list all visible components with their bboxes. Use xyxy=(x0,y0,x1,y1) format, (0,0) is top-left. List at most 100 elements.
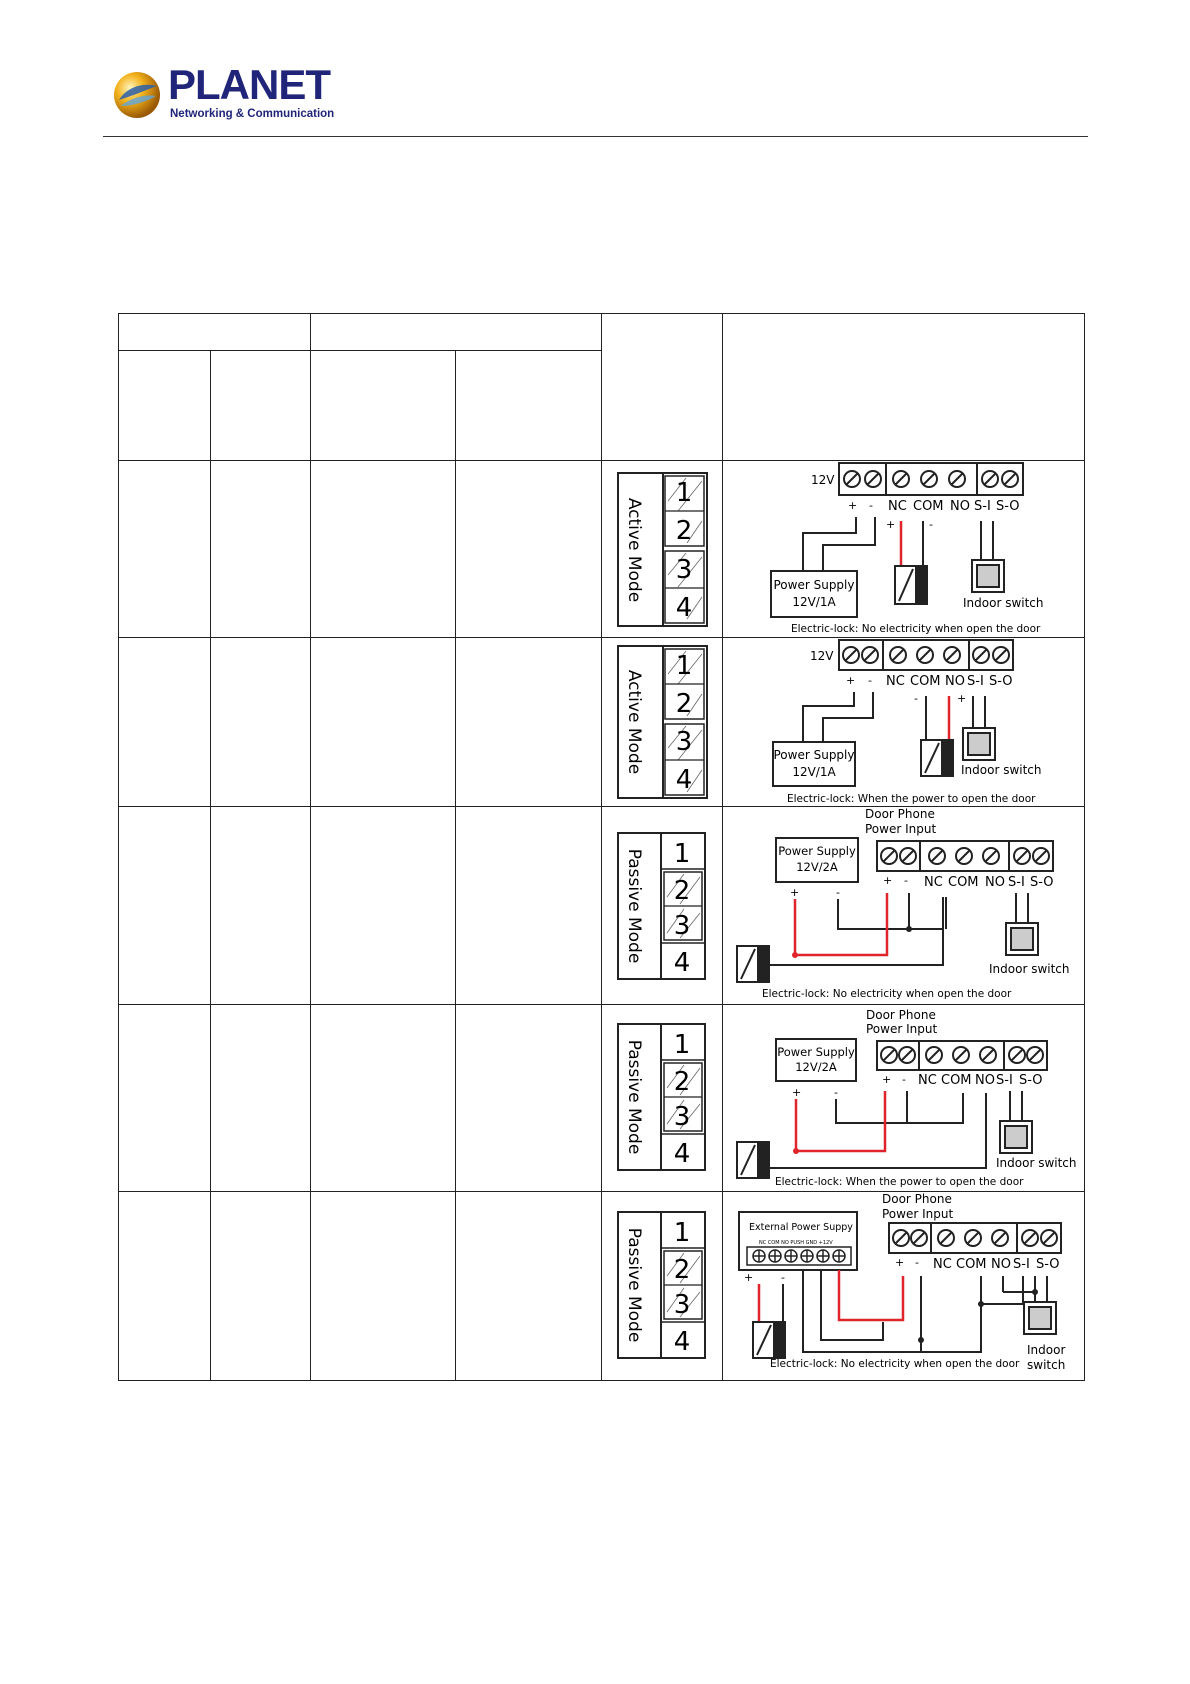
terminal-so: S-O xyxy=(996,499,1020,514)
brand-tagline: Networking & Communication xyxy=(170,108,335,120)
table-cell xyxy=(310,806,456,1005)
jumper-diagram: 1 2 3 4 Passive Mode xyxy=(617,1211,706,1359)
plus-sign: + xyxy=(848,499,857,512)
terminal-nc: NC xyxy=(888,499,907,514)
lock-caption: Electric-lock: No electricity when open … xyxy=(762,988,1012,1000)
wiring-table: 1 2 3 4 Active Mode 12V + - xyxy=(118,313,1085,1381)
wiring-diagram-active-no: 12V + - NC COM NO S-I S-O - + xyxy=(772,639,1042,805)
table-cell xyxy=(210,806,311,1005)
indoor-switch-label: Indoor switch xyxy=(989,962,1070,976)
pin-label: 3 xyxy=(676,727,693,757)
pin-label: 3 xyxy=(676,555,693,585)
minus-sign: - xyxy=(869,499,873,512)
pin-label: 2 xyxy=(674,876,691,906)
minus-sign: - xyxy=(836,886,840,899)
terminal-com: COM xyxy=(913,499,944,514)
header-rule xyxy=(103,136,1088,137)
switch-label: switch xyxy=(1027,1358,1065,1372)
table-cell xyxy=(118,1191,211,1381)
door-phone-label: Door Phone xyxy=(865,807,935,821)
svg-text:Power Supply: Power Supply xyxy=(778,844,856,858)
table-cell xyxy=(310,1191,456,1381)
brand-name: PLANET xyxy=(168,61,331,108)
pin-label: 2 xyxy=(674,1255,691,1285)
pin-label: 2 xyxy=(674,1067,691,1097)
indoor-label: Indoor xyxy=(1027,1343,1065,1357)
jumper-diagram: 1 2 3 4 Passive Mode xyxy=(617,1023,706,1171)
pin-label: 2 xyxy=(676,516,693,546)
plus-sign: + xyxy=(846,674,855,687)
plus-sign: + xyxy=(744,1271,753,1284)
table-cell xyxy=(310,637,456,807)
wiring-diagram-passive-external: Door Phone Power Input External Power Su… xyxy=(738,1192,1065,1372)
plus-sign: + xyxy=(792,1086,801,1099)
table-cell xyxy=(310,1004,456,1192)
table-cell xyxy=(455,1191,602,1381)
pin-label: 4 xyxy=(676,593,693,623)
terminal-no: NO xyxy=(950,499,970,514)
electric-lock-icon xyxy=(920,739,954,777)
header-cell xyxy=(722,313,1085,461)
wiring-cell: 12V + - NC COM NO S-I S-O + - xyxy=(722,460,1085,638)
red-wire xyxy=(793,893,889,957)
terminal-com: COM xyxy=(948,875,979,890)
lock-caption: Electric-lock: When the power to open th… xyxy=(787,793,1036,805)
electric-lock-icon xyxy=(736,1141,770,1179)
pin-label: 1 xyxy=(676,478,693,508)
plus-sign: + xyxy=(883,874,892,887)
door-phone-label: Door Phone xyxy=(882,1192,952,1206)
power-supply-box: Power Supply 12V/2A xyxy=(775,1038,857,1082)
table-cell xyxy=(455,460,602,638)
svg-text:12V/2A: 12V/2A xyxy=(796,860,838,874)
lock-caption: Electric-lock: When the power to open th… xyxy=(775,1176,1024,1188)
minus-sign: - xyxy=(915,1256,919,1269)
pin-label: 1 xyxy=(674,1218,691,1248)
minus-sign: - xyxy=(929,518,933,531)
mode-label: Passive Mode xyxy=(624,1228,644,1343)
indoor-switch-label: Indoor switch xyxy=(963,596,1044,610)
plus-sign: + xyxy=(790,886,799,899)
electric-lock-icon xyxy=(736,945,770,983)
indoor-switch-label: Indoor switch xyxy=(996,1156,1077,1170)
header-cell xyxy=(118,313,311,351)
terminal-si: S-I xyxy=(974,499,991,514)
plus-sign: + xyxy=(895,1256,904,1269)
terminal-si: S-I xyxy=(996,1073,1013,1088)
planet-globe-icon xyxy=(114,72,160,118)
minus-sign: - xyxy=(904,874,908,887)
terminal-com: COM xyxy=(941,1073,972,1088)
table-row: 1 2 3 4 Active Mode 12V + - xyxy=(118,460,1085,638)
red-wire xyxy=(837,1270,905,1322)
jumper-cell: 1 2 3 4 Passive Mode xyxy=(601,1004,723,1192)
indoor-switch-label: Indoor switch xyxy=(961,763,1042,777)
terminal-si: S-I xyxy=(1013,1257,1030,1272)
lock-caption: Electric-lock: No electricity when open … xyxy=(791,623,1041,635)
minus-sign: - xyxy=(834,1086,838,1099)
svg-text:12V/1A: 12V/1A xyxy=(792,595,836,609)
terminal-so: S-O xyxy=(1036,1257,1060,1272)
wiring-diagram-passive-nc: Door Phone Power Input Power Supply 12V/… xyxy=(736,807,1070,1000)
mode-label: Passive Mode xyxy=(624,849,644,964)
table-cell xyxy=(455,1004,602,1192)
table-cell xyxy=(455,637,602,807)
svg-text:12V/1A: 12V/1A xyxy=(792,765,836,779)
table-row: 1 2 3 4 Passive Mode Door Phone Power In… xyxy=(118,1191,1085,1381)
svg-text:Power Supply: Power Supply xyxy=(774,748,855,762)
table-cell xyxy=(455,806,602,1005)
wiring-diagram-passive-no: Door Phone Power Input Power Supply 12V/… xyxy=(736,1008,1077,1188)
svg-text:Power Supply: Power Supply xyxy=(777,1045,855,1059)
terminal-nc: NC xyxy=(886,674,905,689)
svg-text:12V/2A: 12V/2A xyxy=(795,1060,837,1074)
jumper-diagram: 1 2 3 4 Passive Mode xyxy=(617,832,706,980)
terminal-nc: NC xyxy=(933,1257,952,1272)
subheader-cell xyxy=(310,350,456,461)
indoor-switch-icon xyxy=(962,727,996,761)
plus-sign: + xyxy=(886,518,895,531)
terminal-no: NO xyxy=(991,1257,1011,1272)
svg-text:Power Supply: Power Supply xyxy=(774,578,855,592)
pin-label: 1 xyxy=(676,651,693,681)
wiring-cell: Door Phone Power Input Power Supply 12V/… xyxy=(722,1004,1085,1192)
pin-label: 4 xyxy=(676,765,693,795)
table-row: 1 2 3 4 Passive Mode Door Phone Power In… xyxy=(118,1004,1085,1192)
terminal-no: NO xyxy=(985,875,1005,890)
